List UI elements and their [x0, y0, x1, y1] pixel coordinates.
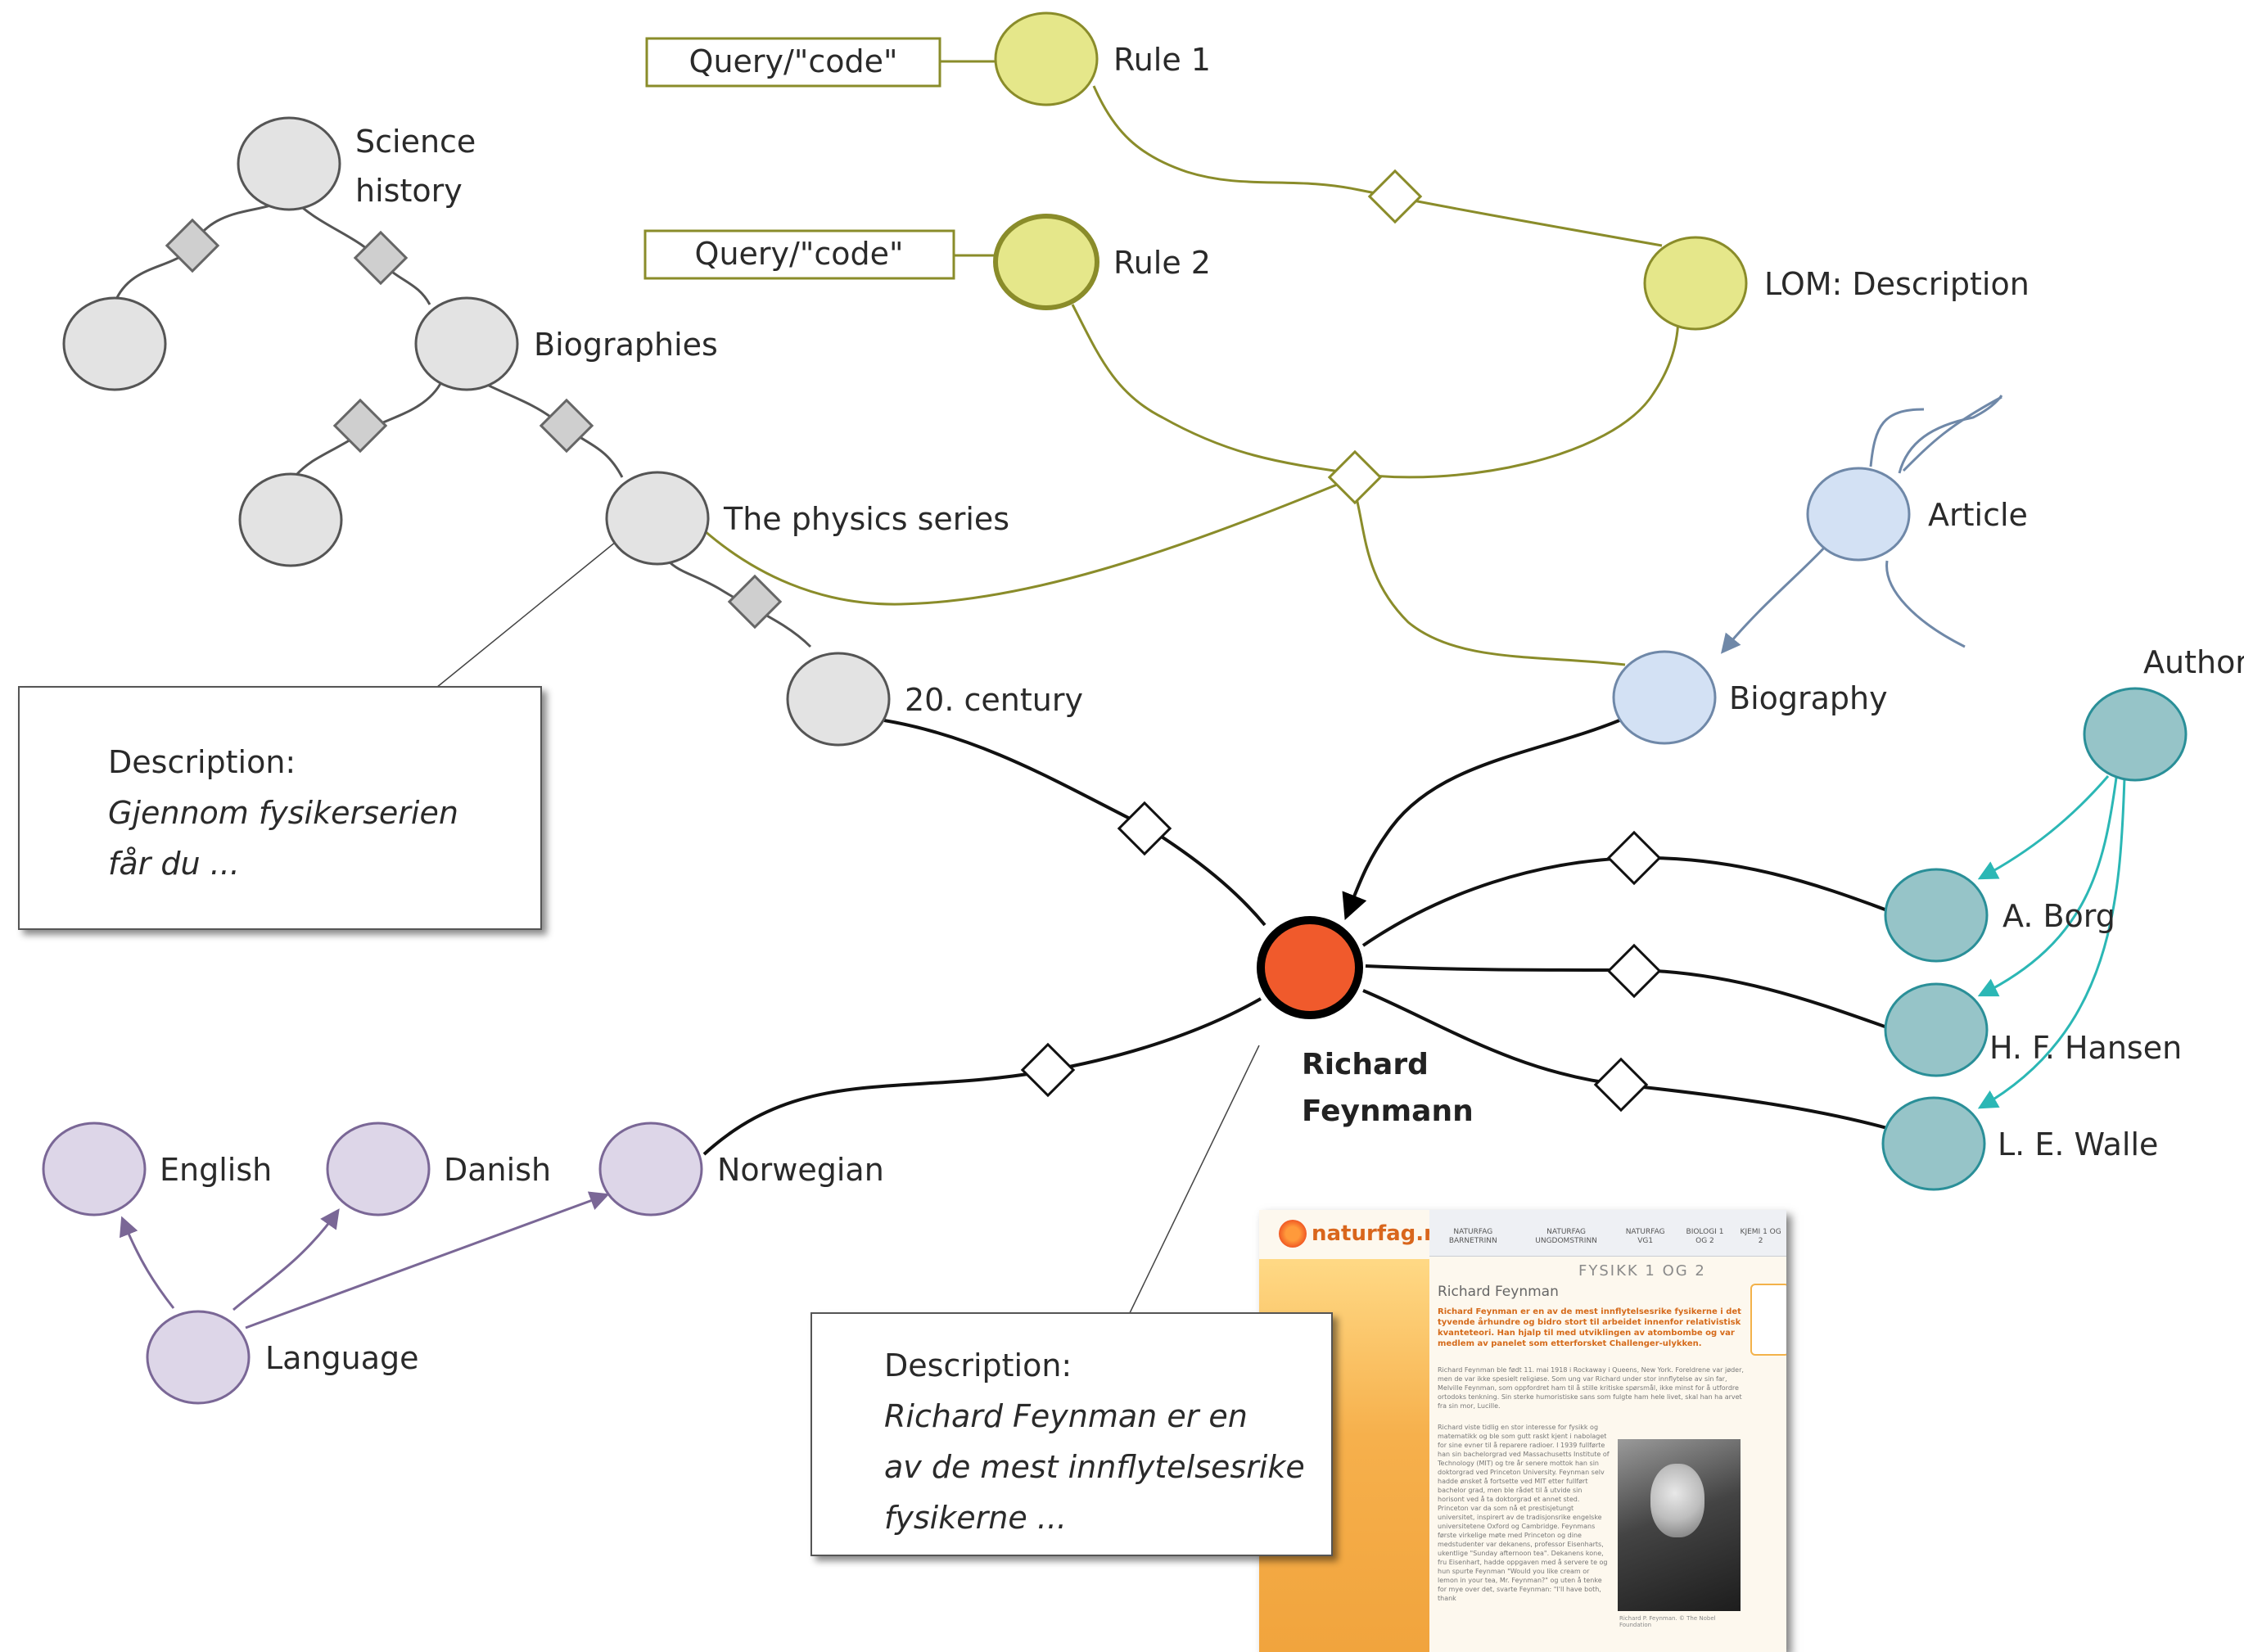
node-a-borg[interactable] [1884, 868, 1989, 963]
label-le-walle: L. E. Walle [1998, 1126, 2158, 1162]
blue-edges [1720, 395, 2003, 654]
description-text: av de mest innflytelsesrike [884, 1449, 1305, 1485]
black-diamonds [1020, 801, 1662, 1113]
description-text: Richard Feynman er en [884, 1398, 1248, 1434]
description-heading: Description: [884, 1347, 1072, 1383]
gray-diamonds [165, 218, 783, 630]
label-line: Science [355, 124, 476, 160]
node-lom-description[interactable] [1643, 236, 1748, 331]
teal-nodes [1881, 687, 2188, 1191]
label-lom-description: LOM: Description [1764, 266, 2030, 302]
node-le-walle[interactable] [1881, 1096, 1986, 1191]
webpage-photo-caption: Richard P. Feynman. © The Nobel Foundati… [1619, 1615, 1716, 1628]
relation-diamond [332, 398, 388, 454]
leader-line-physics [436, 541, 616, 688]
label-rule-1: Rule 1 [1113, 42, 1211, 78]
node-language[interactable] [146, 1310, 251, 1405]
node-author[interactable] [2083, 687, 2188, 782]
webpage-nav-item[interactable]: BIOLOGI 1 OG 2 [1686, 1228, 1724, 1245]
label-line: Richard [1302, 1048, 1429, 1081]
query-label-1: Query/"code" [689, 43, 898, 79]
query-box-1[interactable] [645, 37, 941, 88]
purple-nodes [42, 1122, 703, 1405]
webpage-nav-item[interactable]: NATURFAG UNGDOMSTRINN [1535, 1228, 1597, 1245]
description-heading: Description: [108, 744, 296, 780]
relation-diamond [539, 398, 594, 454]
relation-diamond [1606, 830, 1662, 886]
feynman-photo [1618, 1439, 1741, 1611]
label-rule-2: Rule 2 [1113, 245, 1211, 281]
label-norwegian: Norwegian [717, 1152, 884, 1188]
node-unnamed-middle[interactable] [238, 472, 343, 567]
relation-diamond [1606, 943, 1662, 999]
description-text: Gjennom fysikerserien [108, 795, 458, 831]
node-20-century[interactable] [786, 652, 891, 747]
black-edges [702, 719, 1888, 1156]
yellow-nodes [993, 11, 1748, 331]
olive-diamonds [1327, 169, 1423, 505]
node-norwegian[interactable] [598, 1122, 703, 1216]
webpage-body-1: Richard Feynman ble født 11. mai 1918 i … [1438, 1366, 1744, 1410]
gray-nodes [62, 116, 891, 747]
query-label-2: Query/"code" [695, 236, 904, 272]
node-english[interactable] [42, 1122, 147, 1216]
label-line: Feynmann [1302, 1095, 1474, 1128]
relation-diamond [353, 230, 409, 286]
teal-edges [1977, 775, 2126, 1109]
label-physics-series: The physics series [723, 501, 1009, 537]
webpage-nav: NATURFAG BARNETRINN NATURFAG UNGDOMSTRIN… [1429, 1210, 1786, 1257]
node-danish[interactable] [326, 1122, 431, 1216]
relation-diamond [727, 574, 783, 630]
relation-diamond [1117, 801, 1172, 856]
webpage-nav-item[interactable]: NATURFAG BARNETRINN [1448, 1228, 1497, 1245]
label-language: Language [265, 1340, 419, 1376]
sun-logo-icon [1279, 1220, 1307, 1248]
label-english: English [160, 1152, 272, 1188]
node-rule-2[interactable] [993, 214, 1099, 310]
node-biographies[interactable] [414, 296, 519, 391]
node-unnamed-left[interactable] [62, 296, 167, 391]
leader-line-feynman [1127, 1045, 1260, 1317]
label-hf-hansen: H. F. Hansen [1989, 1030, 2182, 1066]
node-biography[interactable] [1612, 650, 1717, 745]
label-article: Article [1928, 497, 2028, 533]
node-rule-1[interactable] [994, 11, 1099, 106]
purple-edges [119, 1191, 610, 1329]
label-biographies: Biographies [534, 327, 718, 363]
webpage-heading: Richard Feynman [1438, 1284, 1559, 1300]
description-text: fysikerne ... [884, 1500, 1068, 1536]
relation-diamond [1327, 449, 1383, 505]
label-20-century: 20. century [905, 682, 1083, 718]
description-box-physics: Description: Gjennom fysikerserien får d… [18, 686, 542, 930]
blue-nodes [1612, 467, 1911, 745]
webpage-nav-item[interactable]: KJEMI 1 OG 2 [1740, 1228, 1781, 1245]
webpage-side-box [1750, 1284, 1786, 1356]
webpage-lead: Richard Feynman er en av de mest innflyt… [1438, 1307, 1741, 1348]
node-article[interactable] [1806, 467, 1911, 562]
node-hf-hansen[interactable] [1884, 982, 1989, 1077]
relation-diamond [1593, 1057, 1649, 1113]
label-biography: Biography [1729, 680, 1888, 716]
query-box-2[interactable] [643, 229, 955, 280]
node-richard-feynmann[interactable] [1257, 916, 1363, 1019]
webpage-thumbnail[interactable]: naturfag.no NATURFAG BARNETRINN NATURFAG… [1259, 1210, 1786, 1652]
relation-diamond [165, 218, 220, 273]
node-physics-series[interactable] [605, 471, 710, 566]
webpage-section-title: FYSIKK 1 OG 2 [1578, 1262, 1706, 1280]
label-a-borg: A. Borg [2002, 898, 2115, 934]
label-author: Author [2143, 644, 2244, 680]
label-science-history: Science history [355, 124, 476, 209]
webpage-body-2: Richard viste tidlig en stor interesse f… [1438, 1424, 1610, 1602]
node-science-history[interactable] [237, 116, 341, 211]
description-box-feynman: Description: Richard Feynman er en av de… [810, 1312, 1333, 1556]
label-line: history [355, 173, 463, 209]
webpage-nav-item[interactable]: NATURFAG VG1 [1625, 1228, 1665, 1245]
relation-diamond [1367, 169, 1423, 224]
label-danish: Danish [444, 1152, 551, 1188]
relation-diamond [1020, 1042, 1076, 1098]
olive-edges [703, 60, 1680, 666]
description-text: får du ... [108, 846, 240, 882]
